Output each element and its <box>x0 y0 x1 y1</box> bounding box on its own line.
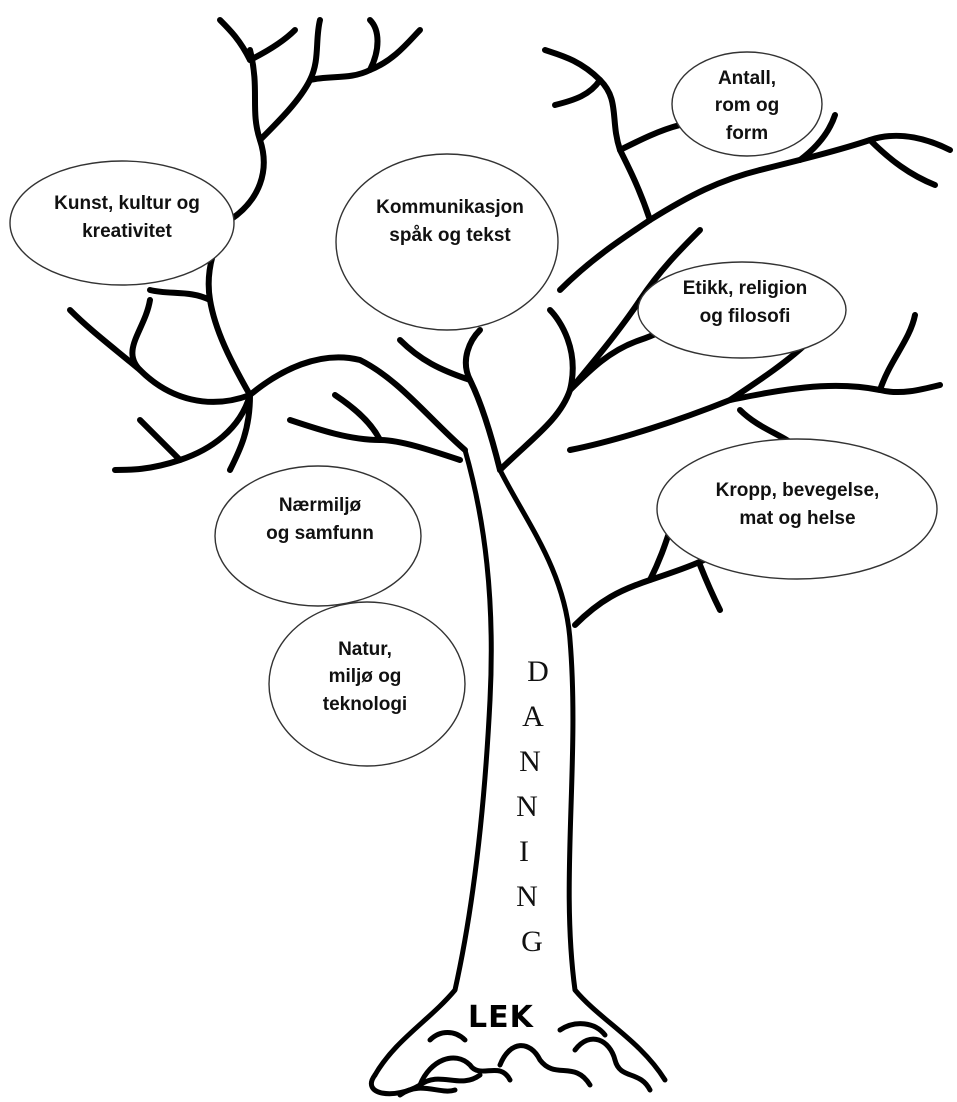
label-naermiljo: Nærmiljø og samfunn <box>266 495 374 544</box>
label-kropp: Kropp, bevegelse, mat og helse <box>715 480 880 529</box>
trunk-letter: A <box>522 700 544 733</box>
bubble-kropp <box>656 438 938 580</box>
trunk-letter: G <box>521 925 543 958</box>
bubble-natur <box>268 601 466 767</box>
trunk-letter: N <box>516 880 538 913</box>
trunk-letter: N <box>519 745 541 778</box>
label-antall: Antall, rom og form <box>714 67 780 144</box>
label-kommunikasjon: Kommunikasjon spåk og tekst <box>376 197 524 246</box>
tree-roots <box>369 1021 653 1098</box>
trunk-letter: N <box>516 790 538 823</box>
root-word-lek: LEK <box>468 1000 534 1035</box>
bubble-shapes <box>9 51 938 767</box>
tree-trunk <box>372 447 668 1083</box>
bubble-antall <box>671 51 823 157</box>
label-etikk: Etikk, religion og filosofi <box>682 278 808 327</box>
label-natur: Natur, miljø og teknologi <box>322 638 408 715</box>
trunk-letter: D <box>527 655 549 688</box>
bubble-naermiljo <box>214 465 422 607</box>
bubble-etikk <box>637 261 847 359</box>
bubble-kommunikasjon <box>335 153 559 331</box>
trunk-letter: I <box>519 835 529 868</box>
label-kunst: Kunst, kultur og kreativitet <box>54 193 200 242</box>
bubble-kunst <box>9 160 235 286</box>
